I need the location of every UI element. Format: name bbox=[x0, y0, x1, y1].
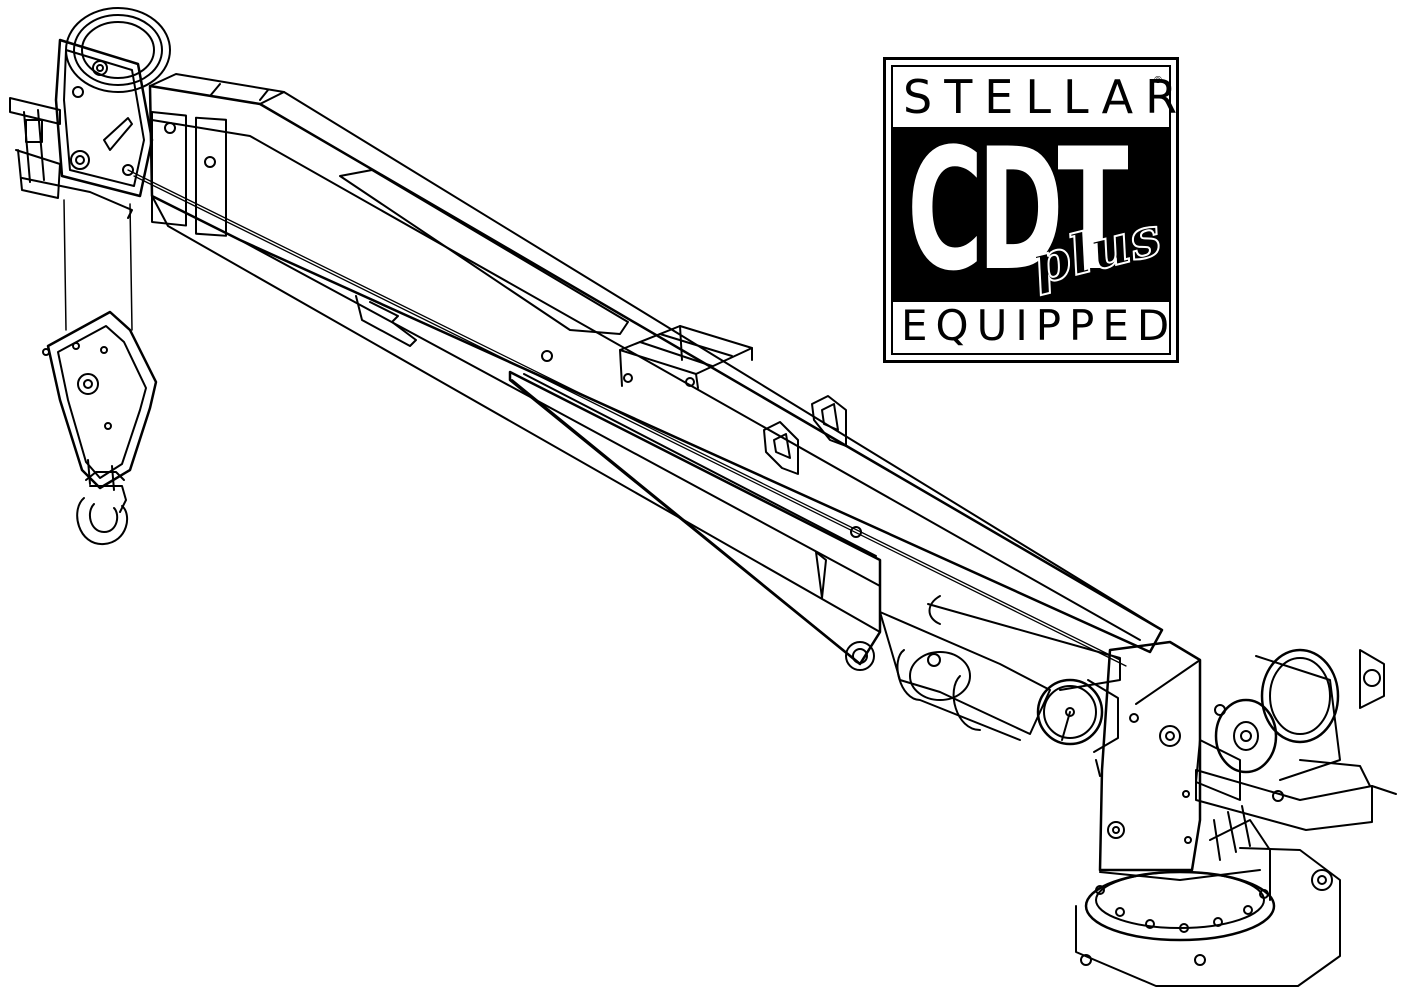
hoist-winch bbox=[1195, 648, 1397, 831]
lifting-eyes bbox=[763, 395, 847, 475]
logo-brand-text: STELLAR bbox=[903, 70, 1190, 124]
logo-footer-text: EQUIPPED bbox=[901, 301, 1178, 350]
rope-guide-bracket bbox=[619, 325, 753, 389]
logo-inner-frame: STELLAR ® CDT plus ™ EQUIPPED bbox=[891, 65, 1190, 355]
hoist-cable bbox=[63, 169, 1127, 667]
boom-lower-section bbox=[151, 195, 882, 671]
registered-mark: ® bbox=[1153, 75, 1163, 86]
hydraulic-cylinder bbox=[879, 595, 1121, 741]
crane-mast bbox=[1098, 640, 1202, 872]
stellar-cdt-plus-logo: STELLAR ® CDT plus ™ EQUIPPED bbox=[883, 57, 1179, 363]
logo-black-band bbox=[893, 127, 1169, 302]
rotation-encoder bbox=[1036, 678, 1119, 777]
slewing-base bbox=[1075, 805, 1341, 987]
boom-tip-sheave-head bbox=[9, 7, 171, 219]
hook-block bbox=[42, 310, 158, 491]
trademark-mark: ™ bbox=[1157, 285, 1165, 294]
crane-hook bbox=[76, 471, 129, 546]
